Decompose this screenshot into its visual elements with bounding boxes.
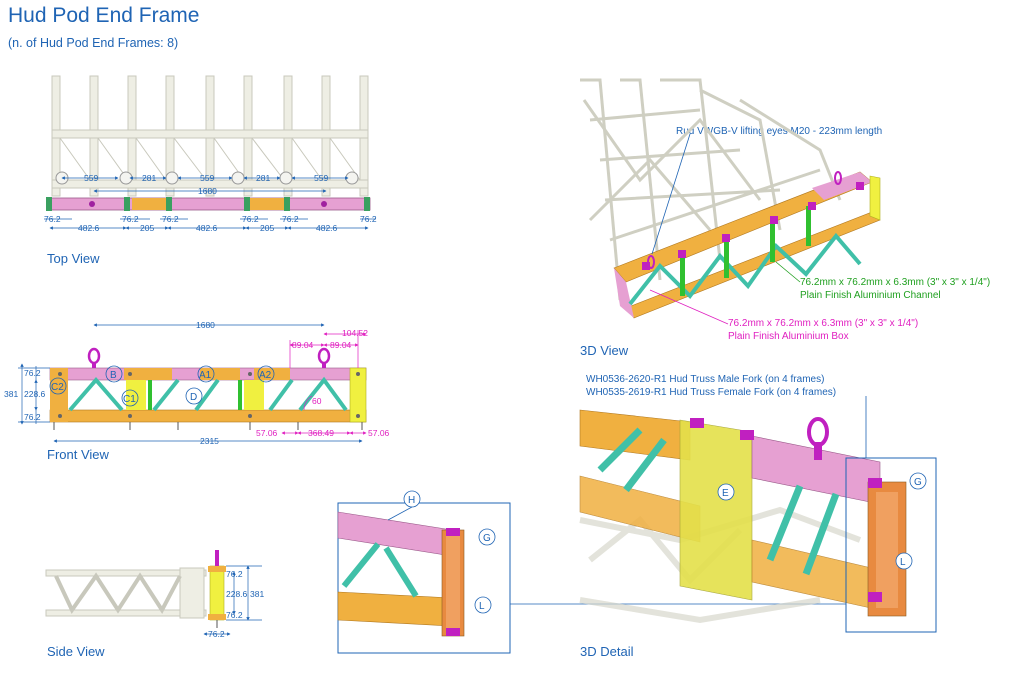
dim-side-228: 228.6 (226, 589, 248, 599)
dim-front-bot-76: 76.2 (24, 412, 41, 422)
front-dimension-labels: 1680 2315 381 228.6 76.2 76.2 89.04 89.0… (4, 320, 390, 446)
dim-front-89-a: 89.04 (292, 340, 314, 350)
channel-note-finish: Plain Finish Aluminium Channel (800, 290, 941, 301)
3d-view-drawing (580, 78, 881, 325)
dim-top-205-b: 205 (260, 223, 274, 233)
dim-front-228: 228.6 (24, 389, 46, 399)
3d-detail-drawing: E G L (579, 396, 937, 633)
front-view-drawing (49, 347, 367, 430)
front-magenta-dims (281, 330, 367, 435)
dim-top-mid-3: 76.2 (242, 214, 259, 224)
dim-front-381: 381 (4, 389, 18, 399)
lifting-eye-note: Rud VWGB-V lifting eyes M20 - 223mm leng… (676, 126, 883, 137)
tag-g-right: G (914, 477, 922, 488)
top-view-drawing (46, 75, 371, 211)
detail-callout: H G L (337, 490, 846, 654)
dim-top-205-a: 205 (140, 223, 154, 233)
side-view-drawing (45, 550, 226, 628)
dim-top-559-b: 559 (200, 173, 214, 183)
tag-b: B (110, 370, 117, 381)
dim-front-1680: 1680 (196, 320, 215, 330)
dim-top-mid-4: 76.2 (282, 214, 299, 224)
male-fork-note: WH0536-2620-R1 Hud Truss Male Fork (on 4… (586, 374, 825, 385)
dim-front-2315: 2315 (200, 436, 219, 446)
3d-view-label: 3D View (580, 343, 629, 358)
dim-top-mid-1: 76.2 (122, 214, 139, 224)
tag-l-right: L (900, 557, 906, 568)
dim-front-57-b: 57.06 (368, 428, 390, 438)
tag-h: H (408, 495, 415, 506)
front-view-label: Front View (47, 447, 109, 462)
front-part-tags: B A1 A2 C1 C2 D (49, 365, 275, 407)
tag-d: D (190, 392, 197, 403)
side-view-label: Side View (47, 644, 105, 659)
dim-top-281-b: 281 (256, 173, 270, 183)
dim-top-482-c: 482.6 (316, 223, 338, 233)
box-note-finish: Plain Finish Aluminium Box (728, 331, 849, 342)
top-view-label: Top View (47, 251, 100, 266)
dim-top-559-a: 559 (84, 173, 98, 183)
front-dimensions (18, 323, 363, 443)
dim-top-mid-2: 76.2 (162, 214, 179, 224)
tag-c1: C1 (123, 394, 136, 405)
dim-top-559-c: 559 (314, 173, 328, 183)
dim-side-top-76: 76.2 (226, 569, 243, 579)
dim-front-89-b: 89.04 (330, 340, 352, 350)
tag-g-left: G (483, 533, 491, 544)
dim-front-368: 368.49 (308, 428, 334, 438)
dim-side-bot-76: 76.2 (226, 610, 243, 620)
tag-c2: C2 (51, 382, 64, 393)
side-dimension-labels: 76.2 228.6 76.2 381 76.2 (208, 569, 264, 639)
tag-e: E (722, 488, 729, 499)
dim-front-angle: 60 (312, 396, 322, 406)
dim-top-482-a: 482.6 (78, 223, 100, 233)
dim-top-281-a: 281 (142, 173, 156, 183)
box-note-size: 76.2mm x 76.2mm x 6.3mm (3" x 3" x 1/4") (728, 318, 919, 329)
channel-note-size: 76.2mm x 76.2mm x 6.3mm (3" x 3" x 1/4") (800, 277, 991, 288)
tag-l-left: L (479, 601, 485, 612)
3d-detail-label: 3D Detail (580, 644, 634, 659)
dim-side-381: 381 (250, 589, 264, 599)
female-fork-note: WH0535-2619-R1 Hud Truss Female Fork (on… (586, 387, 837, 398)
dim-top-1680: 1680 (198, 186, 217, 196)
dim-side-width: 76.2 (208, 629, 225, 639)
top-dimensions (44, 176, 376, 230)
dim-top-482-b: 482.6 (196, 223, 218, 233)
side-dimensions (203, 565, 262, 636)
dim-top-end-right: 76.2 (360, 214, 377, 224)
dim-front-57-a: 57.06 (256, 428, 278, 438)
tag-a1: A1 (199, 370, 212, 381)
frame-count: (n. of Hud Pod End Frames: 8) (8, 36, 179, 50)
dim-front-104: 104.52 (342, 328, 368, 338)
page-title: Hud Pod End Frame (8, 4, 200, 27)
top-dimension-labels: 559 281 559 281 559 1680 76.2 76.2 76.2 … (44, 173, 377, 233)
dim-top-end-left: 76.2 (44, 214, 61, 224)
dim-front-top-76: 76.2 (24, 368, 41, 378)
tag-a2: A2 (259, 370, 272, 381)
